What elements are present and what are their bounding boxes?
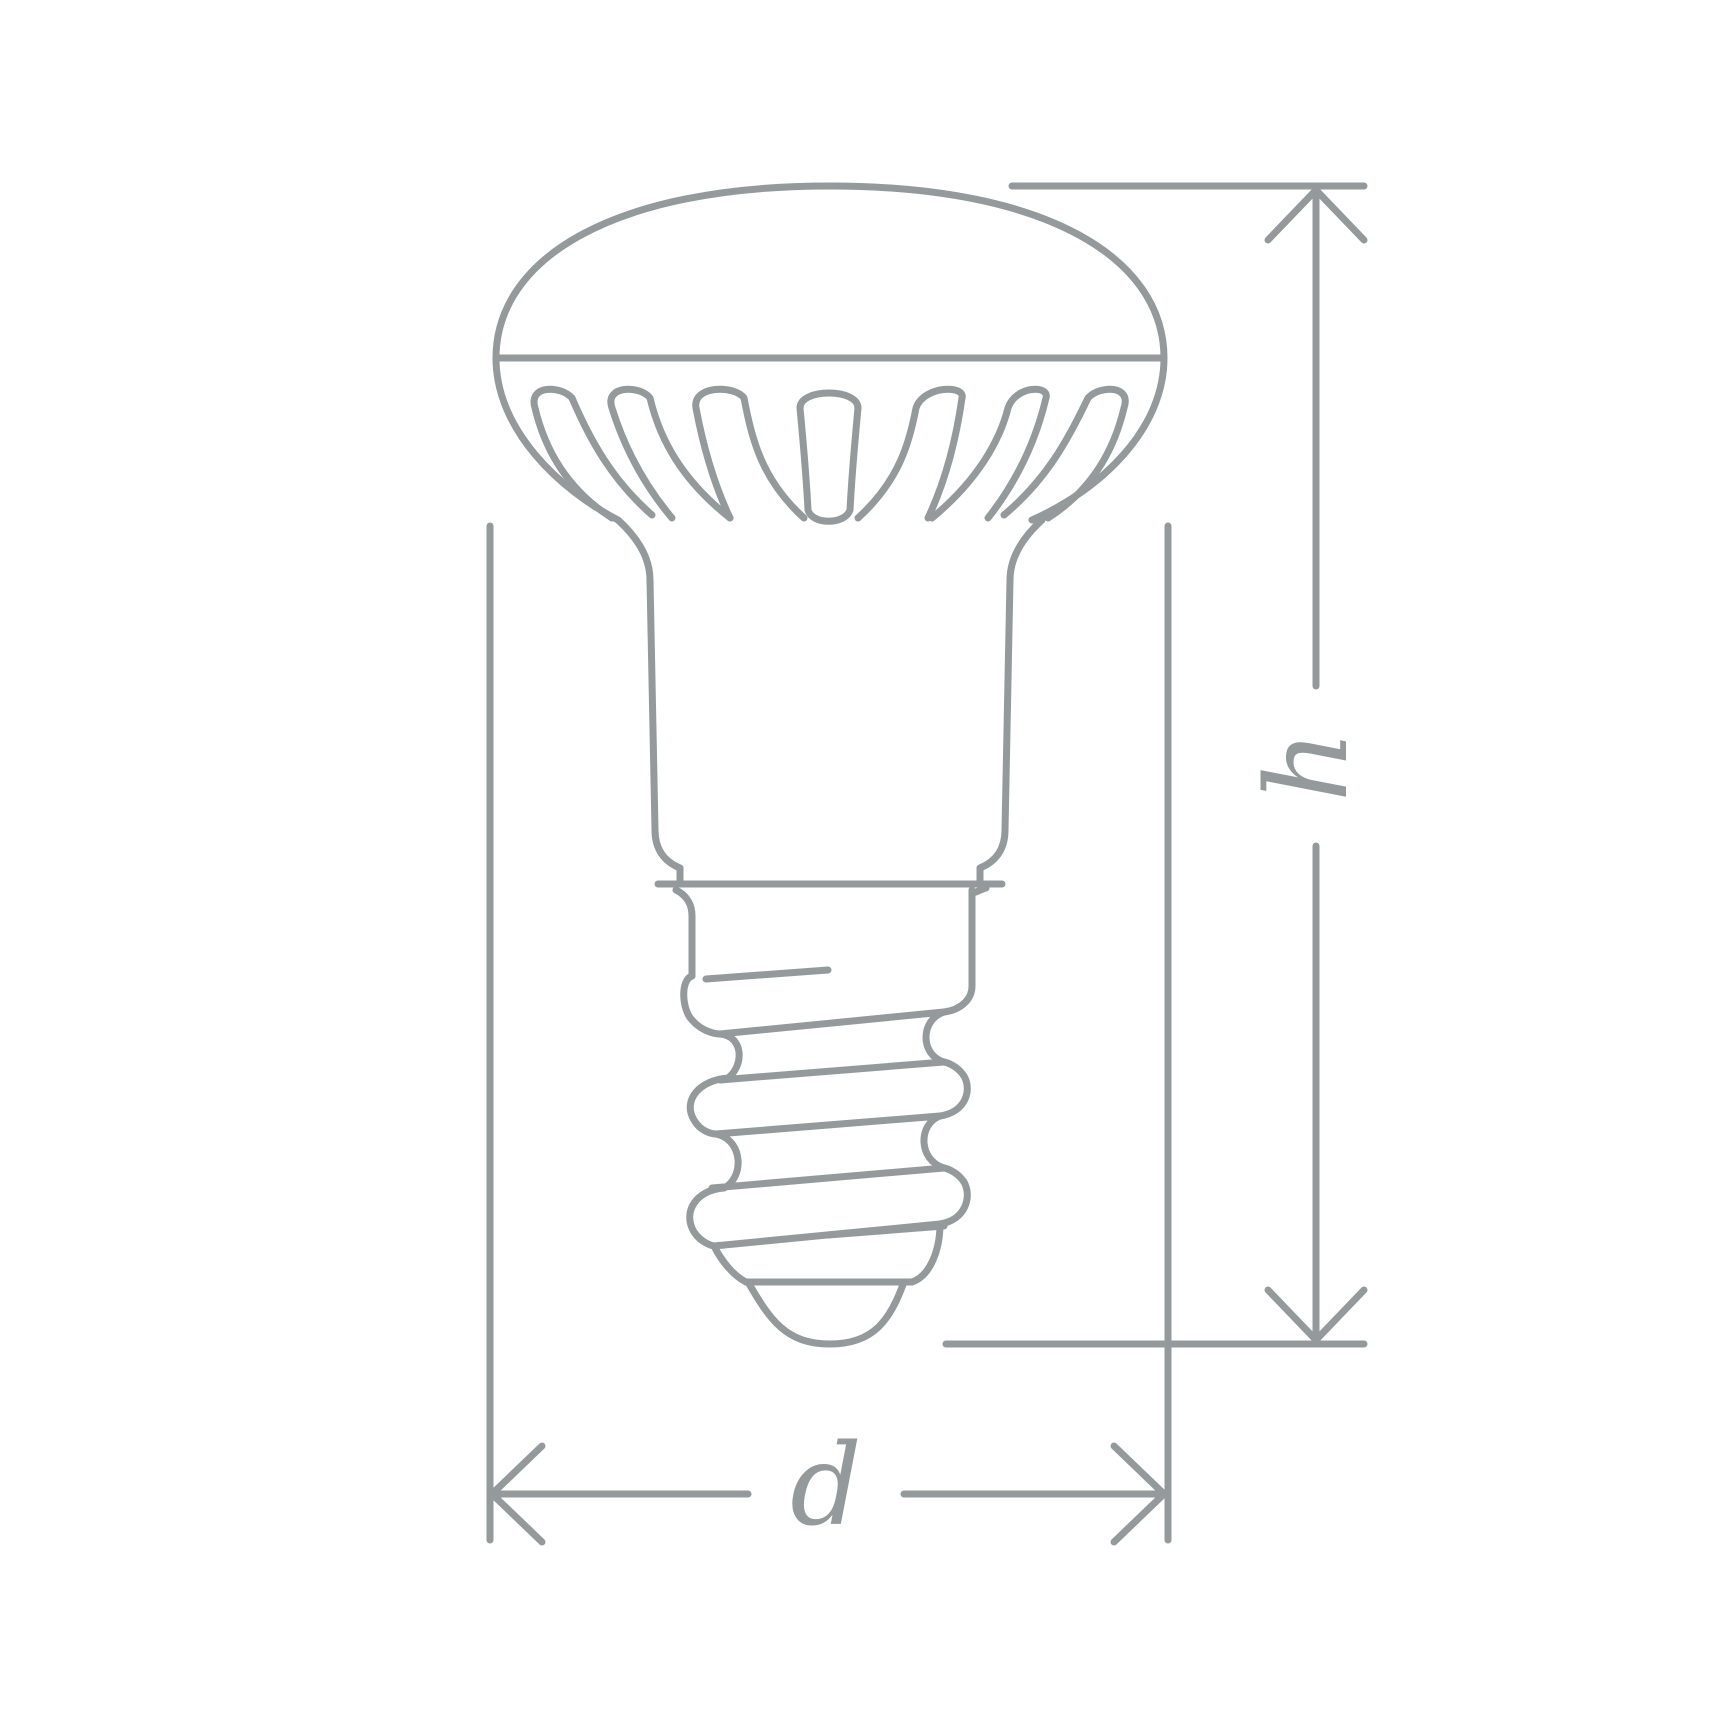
screw-base-outline bbox=[672, 884, 990, 1038]
bulb-neck bbox=[976, 516, 1046, 884]
fin bbox=[928, 385, 1050, 522]
fin bbox=[1000, 385, 1129, 522]
bulb-dome bbox=[492, 182, 1168, 524]
diameter-dimension bbox=[486, 522, 1172, 1546]
thread-ring bbox=[920, 1112, 948, 1172]
fin bbox=[607, 385, 734, 522]
arrowhead-left bbox=[488, 1442, 546, 1546]
heat-sink-fins bbox=[530, 385, 1129, 525]
fin bbox=[796, 389, 862, 525]
thread-line bbox=[702, 966, 832, 983]
height-label: h bbox=[1243, 730, 1373, 802]
fin bbox=[692, 385, 808, 522]
arrowhead-bottom bbox=[1264, 1286, 1368, 1344]
height-dimension bbox=[942, 182, 1368, 1348]
bulb-dome-left-side bbox=[492, 354, 622, 524]
r50-reflector-bulb-drawing bbox=[492, 182, 1168, 1348]
fin bbox=[854, 385, 966, 522]
thread-ring bbox=[922, 1008, 948, 1066]
thread-ring bbox=[686, 1130, 971, 1250]
thread-ring bbox=[686, 1030, 971, 1138]
bulb-neck bbox=[614, 516, 684, 884]
fin bbox=[530, 385, 656, 522]
thread-line bbox=[824, 1222, 948, 1239]
arrowhead-top bbox=[1264, 186, 1368, 244]
arrowhead-right bbox=[1110, 1442, 1168, 1546]
diameter-label: d bbox=[790, 1421, 862, 1551]
contact-tip bbox=[744, 1278, 908, 1348]
